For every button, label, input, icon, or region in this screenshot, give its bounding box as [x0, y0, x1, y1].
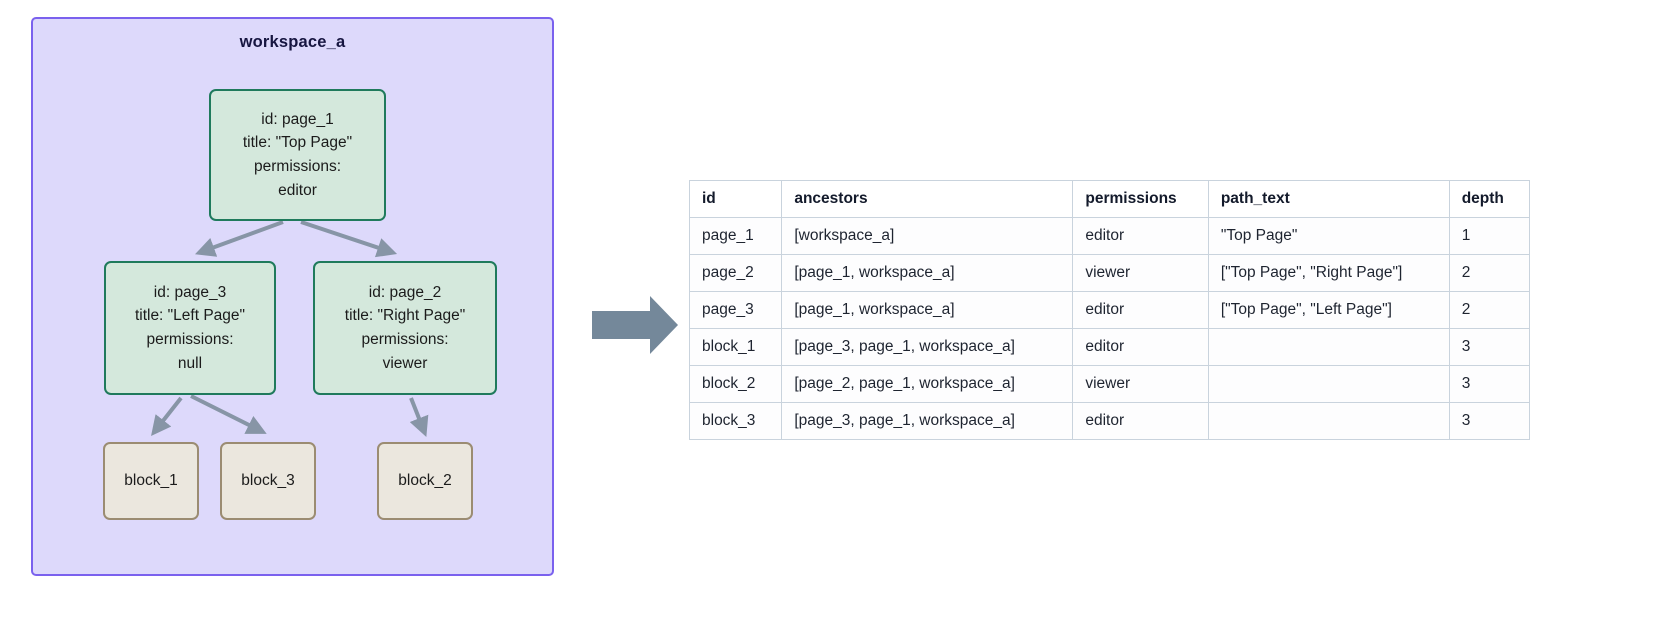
cell-permissions: viewer	[1072, 254, 1209, 292]
cell-id: page_3	[688, 291, 783, 329]
cell-depth: 3	[1448, 402, 1531, 440]
cell-path-text	[1207, 365, 1450, 403]
block-label: block_3	[241, 472, 295, 489]
cell-depth: 2	[1448, 254, 1531, 292]
right-arrow-icon	[592, 296, 678, 354]
cell-permissions: editor	[1072, 291, 1209, 329]
cell-ancestors: [page_3, page_1, workspace_a]	[781, 402, 1074, 440]
cell-depth: 3	[1448, 328, 1531, 366]
node-title: title: "Left Page"	[134, 307, 246, 325]
block-label: block_1	[124, 472, 178, 489]
cell-path-text: ["Top Page", "Right Page"]	[1207, 254, 1450, 292]
cell-id: block_2	[688, 365, 783, 403]
cell-path-text: ["Top Page", "Left Page"]	[1207, 291, 1450, 329]
column-header-id[interactable]: id	[688, 180, 783, 218]
node-permissions-value: null	[177, 354, 203, 372]
cell-permissions: viewer	[1072, 365, 1209, 403]
cell-depth: 1	[1448, 217, 1531, 255]
tree-node-page-2[interactable]: id: page_2 title: "Right Page" permissio…	[313, 261, 497, 395]
cell-ancestors: [page_1, workspace_a]	[781, 254, 1074, 292]
cell-permissions: editor	[1072, 402, 1209, 440]
cell-path-text	[1207, 402, 1450, 440]
node-permissions-label: permissions:	[254, 158, 341, 175]
workspace-container: workspace_a id: page_1 title: "Top Page"…	[31, 17, 554, 576]
cell-id: page_2	[688, 254, 783, 292]
node-title: title: "Top Page"	[242, 134, 353, 152]
workspace-title: workspace_a	[239, 33, 346, 51]
node-permissions-value: editor	[278, 181, 317, 199]
node-permissions-label: permissions:	[361, 331, 449, 348]
cell-permissions: editor	[1072, 217, 1209, 255]
table-header-row: id ancestors permissions path_text depth	[688, 180, 1531, 218]
cell-ancestors: [page_2, page_1, workspace_a]	[781, 365, 1074, 403]
tree-node-page-3[interactable]: id: page_3 title: "Left Page" permission…	[104, 261, 276, 395]
block-label: block_2	[398, 472, 452, 489]
cell-depth: 3	[1448, 365, 1531, 403]
column-header-path-text[interactable]: path_text	[1207, 180, 1450, 218]
node-id: id: page_3	[153, 283, 227, 301]
table-row[interactable]: page_1 [workspace_a] editor "Top Page" 1	[688, 217, 1531, 255]
cell-id: block_1	[688, 328, 783, 366]
cell-id: block_3	[688, 402, 783, 440]
result-table-container: id ancestors permissions path_text depth…	[688, 180, 1531, 440]
node-permissions-value: viewer	[382, 354, 428, 372]
cell-path-text: "Top Page"	[1207, 217, 1450, 255]
cell-id: page_1	[688, 217, 783, 255]
tree-node-page-1[interactable]: id: page_1 title: "Top Page" permissions…	[209, 89, 386, 221]
tree-node-block-1[interactable]: block_1	[103, 442, 199, 520]
node-id: id: page_1	[261, 110, 334, 128]
tree-node-block-3[interactable]: block_3	[220, 442, 316, 520]
cell-path-text	[1207, 328, 1450, 366]
node-title: title: "Right Page"	[344, 307, 466, 325]
tree-node-block-2[interactable]: block_2	[377, 442, 473, 520]
table-row[interactable]: page_2 [page_1, workspace_a] viewer ["To…	[688, 254, 1531, 292]
cell-ancestors: [page_1, workspace_a]	[781, 291, 1074, 329]
node-permissions-label: permissions:	[146, 331, 234, 348]
cell-ancestors: [workspace_a]	[781, 217, 1074, 255]
column-header-permissions[interactable]: permissions	[1072, 180, 1209, 218]
column-header-ancestors[interactable]: ancestors	[781, 180, 1074, 218]
table-row[interactable]: block_1 [page_3, page_1, workspace_a] ed…	[688, 328, 1531, 366]
table-row[interactable]: page_3 [page_1, workspace_a] editor ["To…	[688, 291, 1531, 329]
column-header-depth[interactable]: depth	[1448, 180, 1531, 218]
cell-depth: 2	[1448, 291, 1531, 329]
table-row[interactable]: block_3 [page_3, page_1, workspace_a] ed…	[688, 402, 1531, 440]
cell-permissions: editor	[1072, 328, 1209, 366]
cell-ancestors: [page_3, page_1, workspace_a]	[781, 328, 1074, 366]
result-table: id ancestors permissions path_text depth…	[688, 180, 1531, 440]
table-row[interactable]: block_2 [page_2, page_1, workspace_a] vi…	[688, 365, 1531, 403]
node-id: id: page_2	[368, 283, 442, 301]
